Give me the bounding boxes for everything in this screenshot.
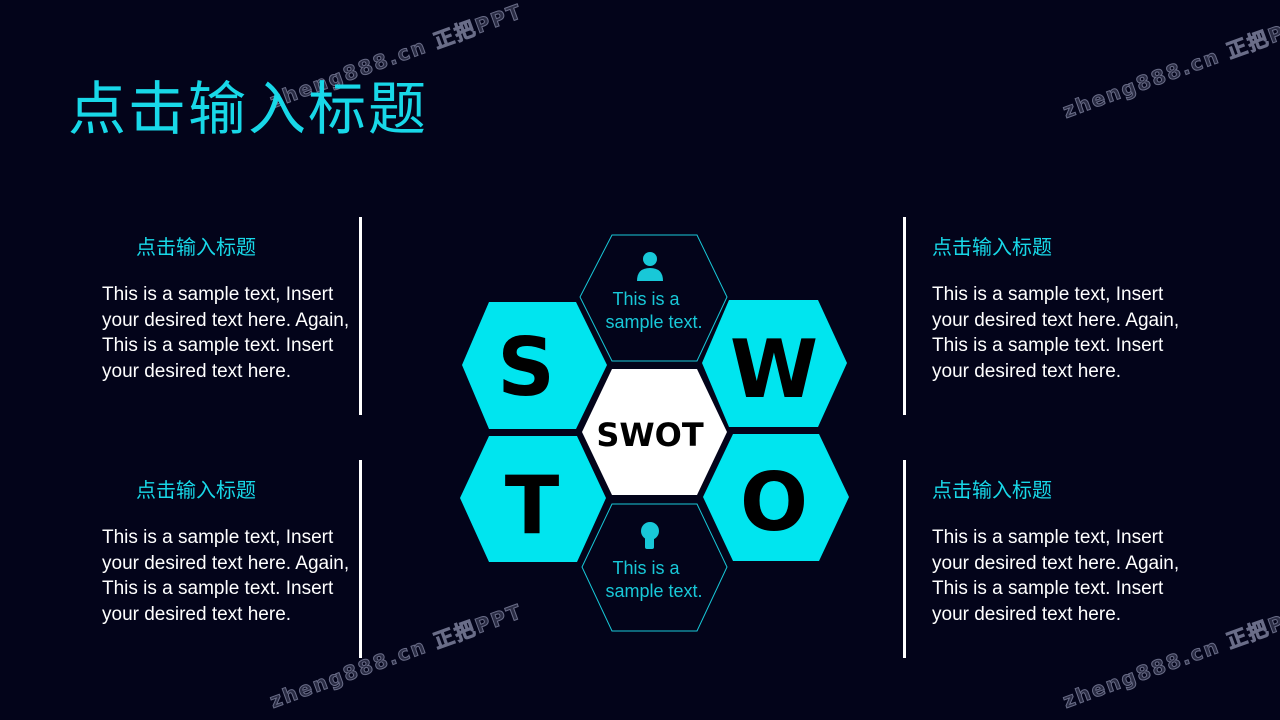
bottom-hex-outline: [581, 503, 728, 632]
divider: [359, 460, 362, 658]
t-hex[interactable]: [460, 436, 606, 562]
lightbulb-icon: [641, 522, 659, 549]
block-heading[interactable]: 点击输入标题: [136, 478, 256, 502]
divider: [903, 460, 906, 658]
opportunity-block: 点击输入标题 This is a sample text, Insert you…: [932, 474, 1182, 627]
top-text-line1: This is a: [612, 289, 680, 309]
w-letter: W: [730, 323, 818, 416]
page-title[interactable]: 点击输入标题: [68, 75, 429, 143]
block-body[interactable]: This is a sample text, Insert your desir…: [932, 527, 1180, 625]
block-heading[interactable]: 点击输入标题: [932, 478, 1052, 502]
center-label: SWOT: [596, 416, 704, 454]
block-body[interactable]: This is a sample text, Insert your desir…: [102, 527, 350, 625]
bottom-text-line1: This is a: [612, 558, 680, 578]
block-heading[interactable]: 点击输入标题: [136, 235, 256, 259]
user-icon: [637, 252, 663, 281]
strength-block: 点击输入标题 This is a sample text, Insert you…: [102, 231, 352, 384]
divider: [359, 217, 362, 415]
o-hex[interactable]: [703, 434, 849, 561]
s-hex[interactable]: [462, 302, 607, 429]
center-hex[interactable]: [582, 369, 727, 495]
bottom-text-line2: sample text.: [605, 581, 702, 601]
s-letter: S: [497, 321, 555, 414]
t-letter: T: [505, 459, 560, 552]
block-heading[interactable]: 点击输入标题: [932, 235, 1052, 259]
o-letter: O: [740, 456, 808, 549]
top-text-line2: sample text.: [605, 312, 702, 332]
threat-block: 点击输入标题 This is a sample text, Insert you…: [102, 474, 352, 627]
block-body[interactable]: This is a sample text, Insert your desir…: [102, 284, 350, 382]
w-hex[interactable]: [702, 300, 847, 427]
top-hex-outline: [579, 234, 728, 362]
divider: [903, 217, 906, 415]
weakness-block: 点击输入标题 This is a sample text, Insert you…: [932, 231, 1182, 384]
block-body[interactable]: This is a sample text, Insert your desir…: [932, 284, 1180, 382]
